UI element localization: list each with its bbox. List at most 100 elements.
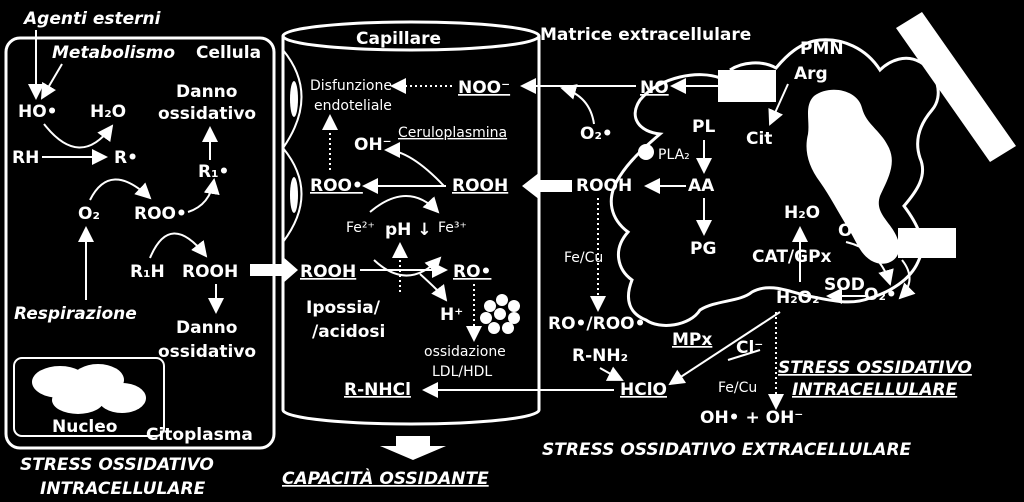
r-radical: R• xyxy=(114,148,138,168)
stress-extracellular-label: STRESS OSSIDATIVO EXTRACELLULARE xyxy=(542,440,912,460)
mpx-label: MPx xyxy=(672,330,712,350)
hclo-label: HClO xyxy=(620,380,667,400)
nucleus-box xyxy=(13,357,165,437)
rh-substrate: RH xyxy=(12,148,39,168)
ceruloplasmin-label: Ceruloplasmina xyxy=(398,125,507,141)
oh-products: OH• + OH⁻ xyxy=(700,408,803,428)
external-agents-label: Agenti esterni xyxy=(22,9,162,29)
rooh-capillary-in: ROOH xyxy=(300,262,356,282)
oxidative-damage-top-2: ossidativo xyxy=(158,104,256,124)
cell-membrane xyxy=(4,36,276,450)
extracellular-panel: Matrice extracellulare PMN Arg NOO⁻ NO O… xyxy=(458,12,1016,460)
pg-label: PG xyxy=(690,239,716,259)
oxygen: O₂ xyxy=(78,204,100,224)
membrane-receptor-right xyxy=(898,228,956,258)
cell-label: Cellula xyxy=(196,43,261,63)
arrow-ho-to-water xyxy=(43,123,114,149)
aa-label: AA xyxy=(688,176,715,196)
r1h-substrate: R₁H xyxy=(130,262,165,282)
arrow-fe2-to-fe3 xyxy=(369,195,440,214)
arrow-h2o2-to-hclo xyxy=(668,311,781,386)
oxidant-capacity-label: CAPACITÀ OSSIDANTE xyxy=(282,467,489,489)
endothelial-nucleus xyxy=(290,81,298,117)
metabolism-label: Metabolismo xyxy=(52,43,175,63)
rooh-cell: ROOH xyxy=(182,262,238,282)
arg-label: Arg xyxy=(794,64,828,84)
arrow-fe3-to-fe2 xyxy=(373,256,442,277)
ro-roo-label: RO•/ROO• xyxy=(548,314,645,334)
water-pmn: H₂O xyxy=(784,203,820,223)
arrow-rooh-to-capillary xyxy=(250,256,298,284)
endothelial-nucleus xyxy=(290,177,298,213)
stress-intra-pmn-1: STRESS OSSIDATIVO xyxy=(778,358,972,378)
noo-anion: NOO⁻ xyxy=(458,78,510,98)
fe3-ion: Fe³⁺ xyxy=(438,220,467,236)
nucleus-blob xyxy=(98,383,146,413)
cytoplasm-label: Citoplasma xyxy=(146,425,253,445)
pmn-nucleus xyxy=(806,89,900,264)
h-plus: H⁺ xyxy=(440,305,463,325)
lipoprotein-particle xyxy=(480,294,520,334)
arrow-rooh-to-ohminus xyxy=(384,142,445,187)
rooh-extra: ROOH xyxy=(576,176,632,196)
cit-label: Cit xyxy=(746,129,772,149)
hypoxia-1: Ipossia/ xyxy=(306,298,381,318)
oxidative-damage-top-1: Danno xyxy=(176,82,237,102)
capillary-bottom-rim xyxy=(281,409,541,426)
membrane-receptor-top xyxy=(718,70,776,102)
water-product: H₂O xyxy=(90,102,126,122)
endothelial-cell xyxy=(282,49,303,149)
arrow-metabolism-to-ho xyxy=(40,63,63,100)
line-cl-to-mpx xyxy=(727,349,761,361)
hypoxia-2: /acidosi xyxy=(312,322,385,342)
rooh-capillary-top: ROOH xyxy=(452,176,508,196)
pla2-enzyme-icon xyxy=(638,144,654,160)
stress-intra-pmn-2: INTRACELLULARE xyxy=(792,380,958,400)
arrow-roo-to-r1 xyxy=(187,178,220,213)
arrow-arg-to-cit xyxy=(768,83,789,126)
r1-radical: R₁• xyxy=(198,162,229,182)
pmn-label: PMN xyxy=(800,39,844,59)
arrow-r1h-to-rooh xyxy=(149,232,208,259)
endothelial-dysfunction-2: endoteliale xyxy=(314,98,392,114)
oxidative-damage-bottom-1: Danno xyxy=(176,318,237,338)
capillary-panel: Capillare Disfunzione endoteliale Cerulo… xyxy=(281,20,614,489)
r-nh2-label: R-NH₂ xyxy=(572,346,628,366)
respiration-label: Respirazione xyxy=(14,304,137,324)
nucleus-blob xyxy=(52,386,104,414)
stress-intracellular-1: STRESS OSSIDATIVO xyxy=(20,455,214,475)
roo-radical-capillary: ROO• xyxy=(310,176,363,196)
arrow-o2-to-noo xyxy=(560,84,595,125)
stress-intracellular-2: INTRACELLULARE xyxy=(40,479,206,499)
cat-gpx-label: CAT/GPx xyxy=(752,247,832,267)
r-nhcl: R-NHCl xyxy=(344,380,411,400)
roo-radical: ROO• xyxy=(134,204,187,224)
fe2-ion: Fe²⁺ xyxy=(346,220,375,236)
o2-pmn: O₂ xyxy=(838,221,860,241)
pla2-label: PLA₂ xyxy=(658,147,690,163)
arrow-rooh-to-capillary-extra xyxy=(522,172,572,200)
ldl-oxidation-2: LDL/HDL xyxy=(432,364,492,380)
arrow-r-to-roo xyxy=(89,178,152,201)
pl-label: PL xyxy=(692,117,715,137)
arrow-receptor-to-superoxide xyxy=(898,259,916,300)
cl-minus: Cl⁻ xyxy=(736,338,763,358)
endothelial-cell xyxy=(282,147,303,243)
o2-radical-extra: O₂• xyxy=(580,124,613,144)
arrow-o2-to-superoxide xyxy=(845,241,894,286)
fe-cu-label: Fe/Cu xyxy=(564,250,603,266)
vessel-wall-bar xyxy=(896,12,1016,162)
cell-panel: Agenti esterni Metabolismo Cellula HO• H… xyxy=(4,9,276,499)
arrow-to-h-plus xyxy=(419,273,448,302)
sod-label: SOD xyxy=(824,275,865,295)
nucleus-label: Nucleo xyxy=(52,417,117,437)
ro-radical: RO• xyxy=(453,262,491,282)
ph-decrease: pH ↓ xyxy=(385,220,432,240)
oxidative-damage-bottom-2: ossidativo xyxy=(158,342,256,362)
oh-minus: OH⁻ xyxy=(354,135,392,155)
endothelial-dysfunction-1: Disfunzione xyxy=(310,78,392,94)
h2o2-label: H₂O₂ xyxy=(776,288,820,308)
o2-radical-pmn: O₂• xyxy=(864,285,897,305)
arrow-oxidant-capacity xyxy=(380,436,446,460)
